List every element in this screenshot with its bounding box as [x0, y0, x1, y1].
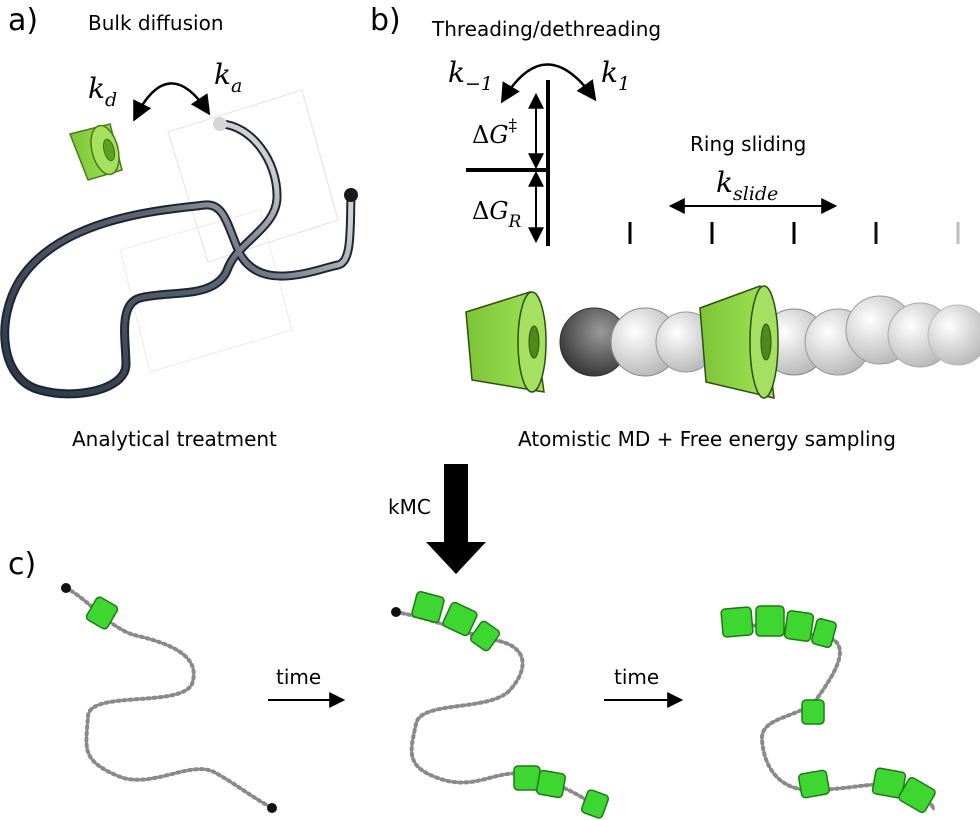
k-minus1-label: k−1	[448, 56, 493, 95]
free-ring	[465, 291, 547, 393]
threading-title: Threading/dethreading	[431, 17, 661, 41]
chain-end-light	[213, 117, 227, 131]
panel-b-letter: b)	[370, 3, 401, 38]
kmc-chain-initial	[61, 583, 277, 813]
kmc-chain-final	[720, 605, 936, 814]
threading-arrow	[500, 63, 597, 104]
polymer-chain-tube-inner	[2, 121, 354, 397]
faint-plane	[167, 89, 339, 263]
kd-label: kd	[88, 72, 117, 111]
bulk-exchange-arrow	[133, 82, 211, 122]
panel-a-letter: a)	[8, 3, 38, 38]
k1-label: k1	[601, 56, 630, 95]
kmc-chain-middle	[391, 590, 610, 819]
analytical-caption: Analytical treatment	[72, 427, 277, 451]
dG-ring-label: ΔGR	[472, 197, 522, 232]
kmc-arrow	[426, 464, 486, 574]
cyclodextrin-ring	[68, 123, 123, 181]
ka-label: ka	[214, 58, 242, 97]
time-label-1: time	[276, 665, 321, 689]
panel-c-letter: c)	[8, 547, 36, 582]
kmc-label: kMC	[388, 495, 431, 519]
kslide-label: kslide	[716, 166, 778, 205]
ring-sliding-title: Ring sliding	[690, 132, 806, 156]
threaded-ring	[699, 284, 779, 399]
faint-plane	[119, 209, 293, 373]
md-caption: Atomistic MD + Free energy sampling	[518, 427, 896, 451]
time-label-2: time	[614, 665, 659, 689]
chain-end-dark	[344, 188, 358, 202]
bulk-diffusion-title: Bulk diffusion	[88, 11, 224, 35]
dG-barrier-label: ΔG‡	[472, 116, 518, 149]
